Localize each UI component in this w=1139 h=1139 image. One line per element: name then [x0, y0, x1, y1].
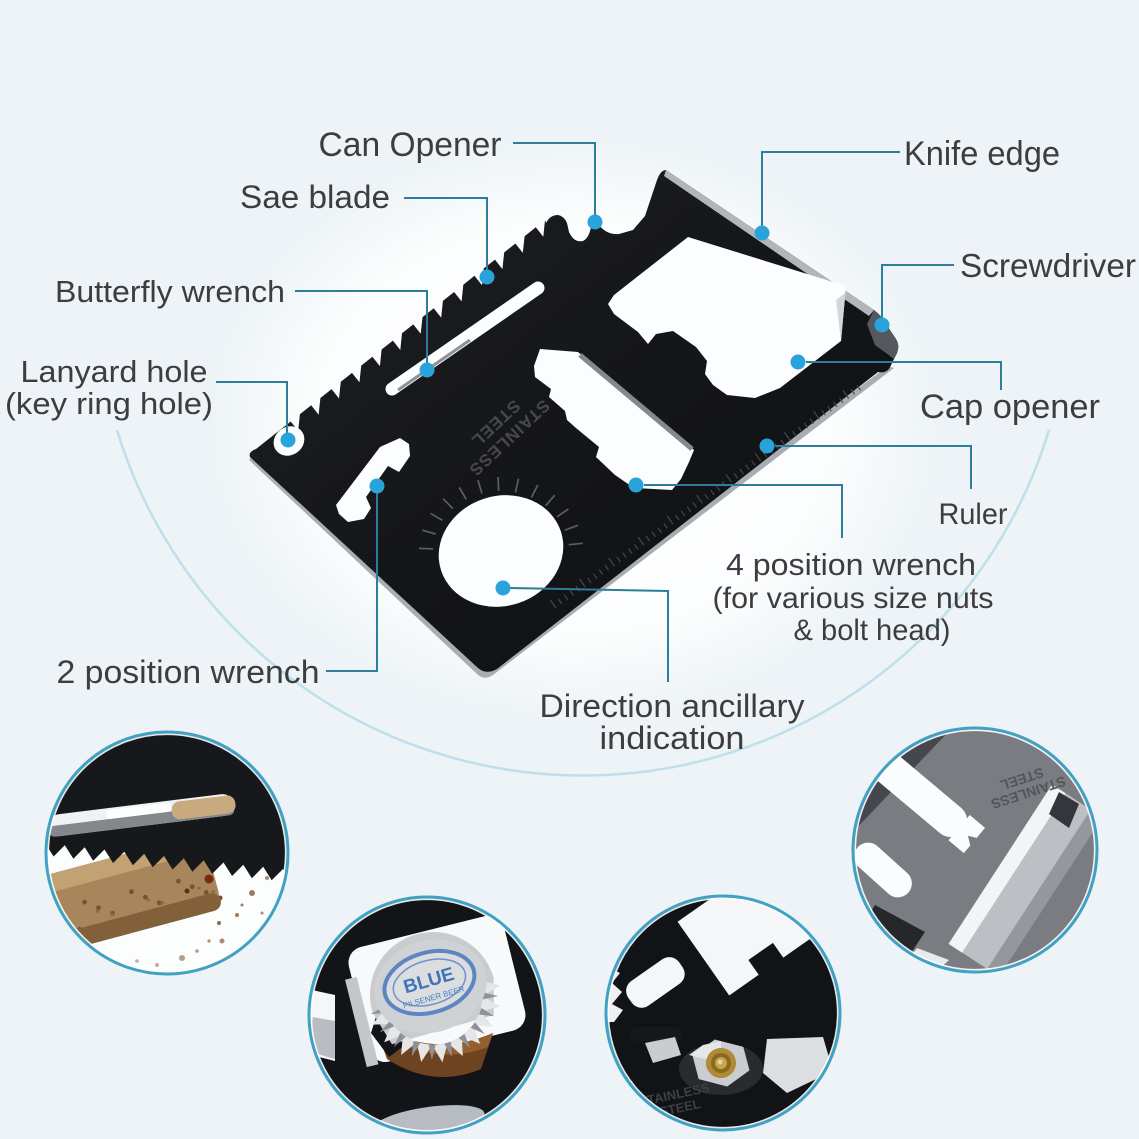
svg-text:Knife edge: Knife edge — [904, 135, 1060, 173]
svg-text:4 position wrench: 4 position wrench — [726, 547, 976, 582]
svg-text:Direction ancillary: Direction ancillary — [540, 688, 805, 724]
svg-text:(for various size nuts: (for various size nuts — [713, 582, 994, 615]
svg-text:2 position wrench: 2 position wrench — [57, 654, 320, 690]
svg-text:Screwdriver: Screwdriver — [960, 247, 1136, 284]
svg-text:& bolt head): & bolt head) — [794, 614, 951, 647]
svg-text:(key ring hole): (key ring hole) — [5, 386, 213, 421]
svg-text:Can Opener: Can Opener — [319, 126, 502, 164]
svg-text:Cap opener: Cap opener — [920, 388, 1100, 426]
svg-text:Sae blade: Sae blade — [240, 179, 390, 215]
svg-text:indication: indication — [600, 720, 745, 756]
svg-text:Ruler: Ruler — [939, 498, 1008, 531]
svg-text:Lanyard hole: Lanyard hole — [21, 354, 208, 389]
svg-text:Butterfly wrench: Butterfly wrench — [55, 274, 285, 309]
